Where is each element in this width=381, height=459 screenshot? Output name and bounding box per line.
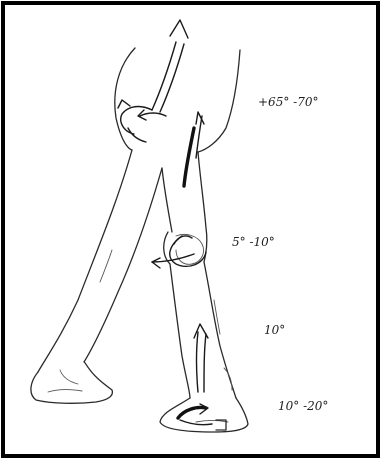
diagram-frame (3, 3, 378, 456)
foot-angle-label: 10° -20° (278, 399, 328, 413)
hip-angle-label: +65° -70° (258, 95, 318, 109)
ankle-angle-label: 10° (264, 323, 285, 337)
knee-angle-label: 5° -10° (232, 235, 275, 249)
